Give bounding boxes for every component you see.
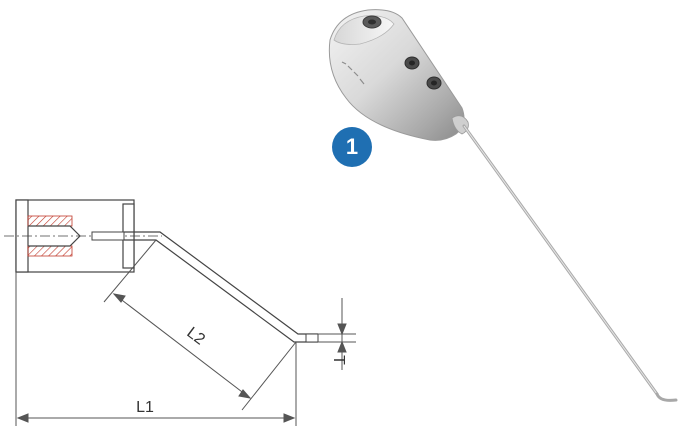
drawing-tip [305,333,319,343]
dim-l1-label: L1 [136,399,154,416]
drawing-bore-hatch-bottom [27,245,73,257]
drawing-shaft-stub [91,231,125,241]
drawing-shaft [124,231,318,335]
drawing-bore-hatch-top [27,215,73,227]
callout-badge: 1 [332,127,372,167]
dim-l2-label: L2 [183,324,208,348]
dimension-lines [15,239,356,426]
instrument-tip [655,392,678,402]
instrument-photo [328,9,678,402]
dim-t-label: T [330,355,347,365]
technical-drawing [4,199,319,343]
dim-l2-line [113,293,251,399]
engraving [341,61,365,85]
